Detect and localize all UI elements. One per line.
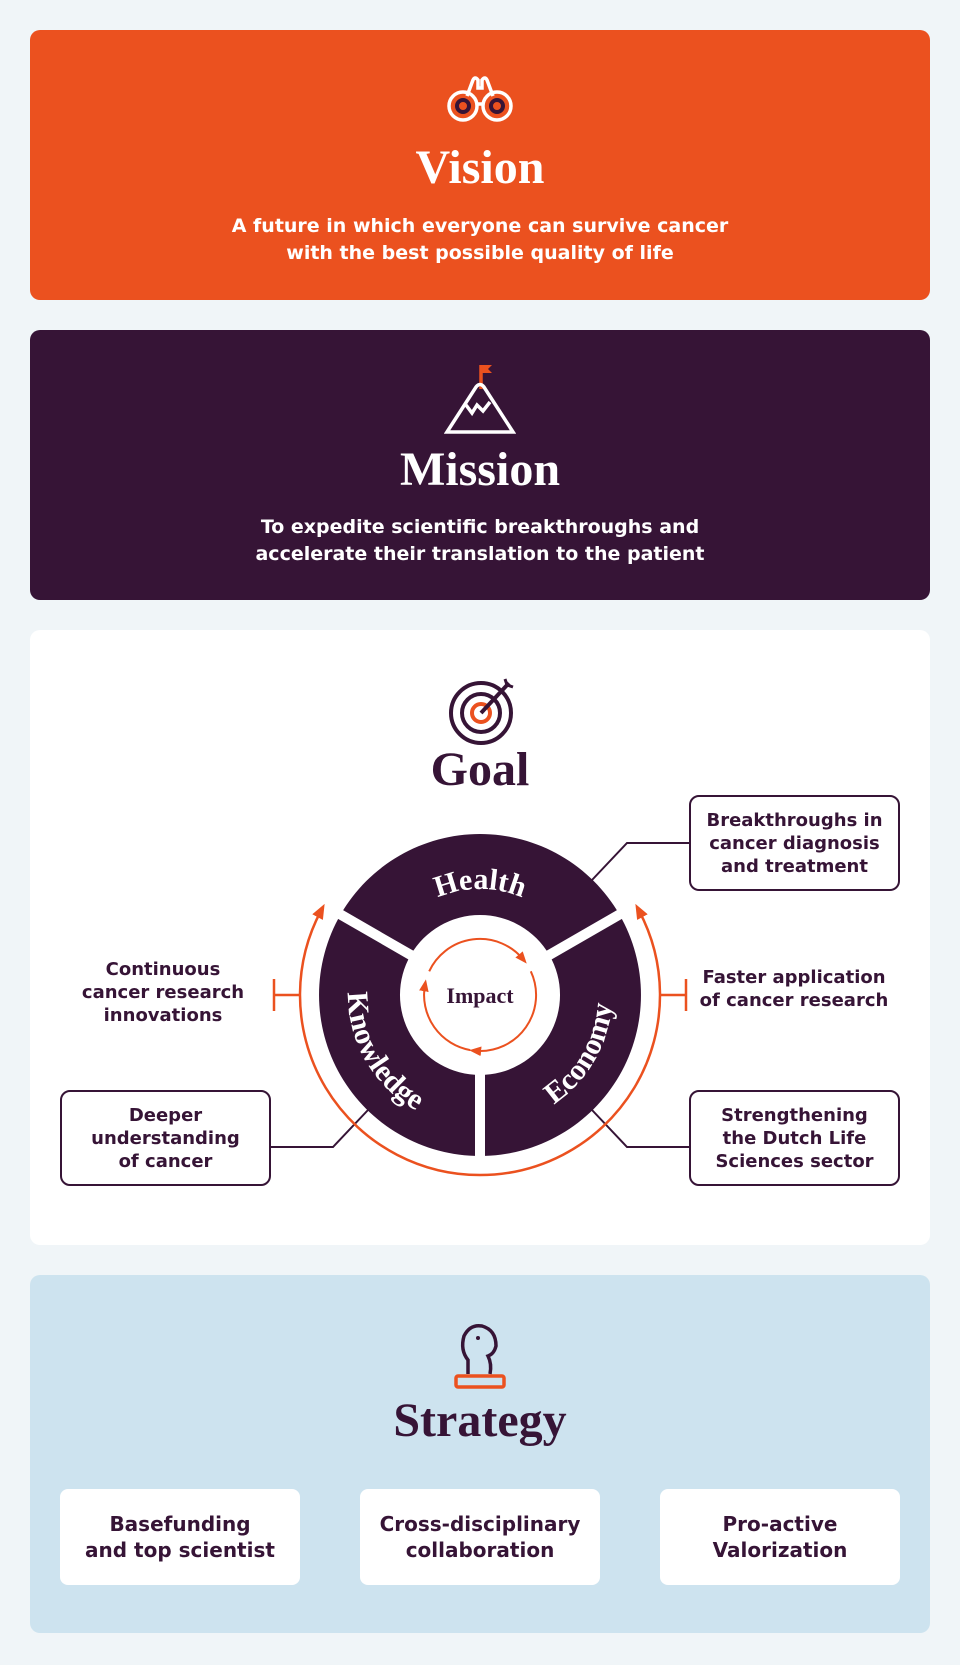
economy-segment bbox=[480, 914, 641, 1156]
impact-arrow bbox=[419, 979, 471, 1052]
segment-divider bbox=[545, 909, 624, 961]
knowledge-connector bbox=[271, 1109, 369, 1148]
health-segment bbox=[340, 834, 620, 955]
target-icon bbox=[449, 678, 514, 745]
goal-title: Goal bbox=[430, 743, 530, 796]
strategy-title: Strategy bbox=[393, 1394, 567, 1447]
ring-ticks bbox=[272, 979, 688, 1011]
binoculars-icon bbox=[447, 76, 513, 122]
vision-text: A future in which everyone can survive c… bbox=[231, 215, 729, 264]
mission-card: Mission To expedite scientific breakthro… bbox=[30, 330, 930, 600]
vision-title: Vision bbox=[415, 141, 545, 194]
health-connector bbox=[591, 842, 689, 881]
impact-arrow bbox=[469, 970, 538, 1057]
segment-divider bbox=[336, 909, 415, 961]
vision-card: Vision A future in which everyone can su… bbox=[30, 30, 930, 300]
impact-arrow bbox=[428, 937, 527, 972]
economy-connector bbox=[591, 1109, 689, 1148]
orange-cycle-ring bbox=[298, 903, 662, 1177]
knowledge-segment bbox=[319, 914, 480, 1156]
impact-label: Impact bbox=[446, 983, 514, 1008]
mission-text: To expedite scientific breakthroughs and… bbox=[255, 516, 705, 565]
chess-knight-icon bbox=[454, 1323, 506, 1389]
mountain-flag-icon bbox=[444, 365, 516, 434]
impact-cycle-arrows bbox=[419, 937, 538, 1057]
mission-title: Mission bbox=[399, 443, 561, 496]
